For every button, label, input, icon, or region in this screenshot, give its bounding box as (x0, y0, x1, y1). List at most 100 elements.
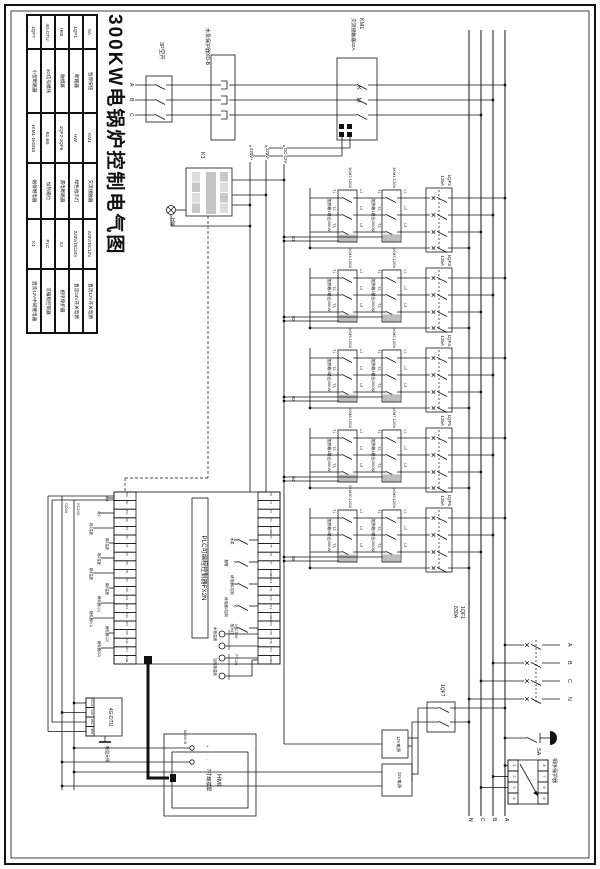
plc-terminal: X15 (125, 630, 128, 635)
contactor-label: 1KM1 120A (392, 167, 397, 188)
terminal-label: L2 (403, 206, 408, 211)
terminal-label: L3 (359, 303, 364, 308)
sheet-border (4, 4, 596, 865)
plc-terminal: Y6 (269, 552, 272, 556)
terminal-label: T3 (377, 223, 381, 228)
terminal-label: T3 (377, 543, 381, 548)
contactor-label: 1KM9 120A (392, 487, 397, 508)
plc-input-signal: 箱3温度 (97, 552, 101, 566)
legend-cell: 交流接触器 (83, 163, 97, 219)
legend-cell: 1QF2-1QF6 (55, 113, 69, 163)
terminal-label: T1 (377, 269, 381, 274)
incoming-phase-label: C (566, 679, 572, 683)
branch-breaker-label: 1QF2 (447, 174, 452, 187)
terminal-label: L3 (403, 463, 408, 468)
hmi-power-label: DC24V IN (183, 730, 187, 745)
terminal-label: L1 (403, 509, 408, 514)
heater-load-label: 加热箱5输出30KW (327, 518, 332, 552)
terminal-label: T2 (377, 526, 381, 531)
sensor-label-ntc: 水箱温度 (213, 626, 217, 642)
plc-terminal: X5 (125, 561, 128, 565)
legend-cell: HW (69, 113, 83, 163)
terminal-label: T1 (332, 509, 337, 514)
plc-output-signal: 继电器2控制 (224, 597, 228, 617)
sensor-label-pt: 加热箱温度 (213, 658, 217, 676)
contactor-label: 1KM3 120A (392, 247, 397, 268)
plc-terminal: X7 (125, 578, 128, 582)
bus-end-label: A (503, 818, 509, 822)
xj-terminal: 7 (542, 775, 547, 778)
legend-cell: KM1 (83, 113, 97, 163)
legend-cell: 急停按钮 (83, 49, 97, 113)
hmi-minus: - (205, 759, 210, 761)
terminal-label: L1 (403, 349, 408, 354)
legend-cell: XJ (55, 219, 69, 269)
plc-input-signal: 继2 (97, 511, 101, 517)
terminal-label: L2 (403, 526, 408, 531)
plc-terminal: COM1 (269, 526, 272, 535)
rail-220p-label: 220V+ (248, 147, 255, 162)
zone-label: B4 (291, 476, 296, 482)
plc-terminal: X17 (125, 647, 128, 653)
rail-dc12-label: DC-12V (282, 147, 289, 165)
plc-label: PLC可编程控制器FX2N (200, 535, 207, 601)
pump-breaker-label: 3P空开 (158, 42, 164, 60)
hmi-sub: 7寸触摸屏 (205, 768, 211, 792)
contactor-label: 1KM10 120A (348, 484, 353, 508)
terminal-label: L2 (359, 366, 364, 371)
plc-terminal: 24V (125, 509, 128, 515)
terminal-label: T3 (377, 383, 381, 388)
plc-terminal: Y7 (269, 561, 272, 565)
km1-type-label: 交流接触器32A (350, 18, 355, 51)
plc-terminal: X16 (125, 638, 128, 644)
k1-relay-label: K1 (199, 152, 205, 159)
plc-terminal: Y16 (269, 638, 272, 644)
terminal-label: T2 (332, 286, 337, 291)
terminal-label: L3 (359, 383, 364, 388)
plc-terminal: X1 (125, 526, 128, 531)
plc-input-signal: 箱4温度 (89, 567, 93, 581)
branch-breaker-label: 1QF3 (447, 254, 452, 267)
terminal-label: L1 (403, 269, 408, 274)
zone-label: B5 (291, 556, 296, 562)
legend-cell: PLC (41, 219, 55, 269)
km1-pole-letters: K M (355, 86, 361, 106)
plc-terminal: Y12 (269, 595, 272, 601)
terminal-label: T3 (332, 543, 337, 548)
terminal-label: T1 (377, 349, 381, 354)
hw-lamp-label: HW (169, 218, 175, 227)
terminal-label: T3 (377, 463, 381, 468)
plc-terminal: X11 (125, 595, 128, 601)
terminal-label: T2 (377, 286, 381, 291)
legend-cell: 漏电断路器 (55, 163, 69, 219)
terminal-label: L3 (359, 223, 364, 228)
plc-terminal: Y11 (269, 587, 272, 592)
legend-cell: 1QF7 (27, 15, 41, 49)
terminal-label: T3 (332, 223, 337, 228)
zone-label: B3 (291, 396, 296, 402)
psu12-label: 12V电源 (396, 736, 401, 752)
legend-cell: 4G-DTU (41, 15, 55, 49)
plc-terminal: X3 (125, 544, 128, 548)
legend-cell: 加热箱位 (41, 163, 55, 219)
legend-cell: 可编程控制器 (41, 269, 55, 333)
contactor-label: 1KM4 120A (348, 247, 353, 268)
plc-terminal: Y4 (269, 535, 272, 539)
xj-terminal: 6 (542, 786, 547, 789)
terminal-label: T3 (332, 383, 337, 388)
bus-end-label: B (491, 818, 497, 822)
dtu-label: 4G-DTU (107, 707, 113, 727)
terminal-label: T3 (377, 303, 381, 308)
legend-cell: K1 (27, 219, 41, 269)
dtu-terminal: 485A (90, 718, 93, 725)
legend-cell: 直流24V开关电源 (69, 269, 83, 333)
bus-end-label: N (467, 818, 473, 822)
plc-terminal: COM2 (269, 569, 272, 578)
km1-label: KM1 (358, 18, 364, 30)
terminal-label: L3 (359, 463, 364, 468)
plc-terminal: X2 (125, 535, 128, 539)
plc-output-signal: 水泵 (230, 537, 234, 545)
xj-terminal: 3 (512, 786, 517, 789)
